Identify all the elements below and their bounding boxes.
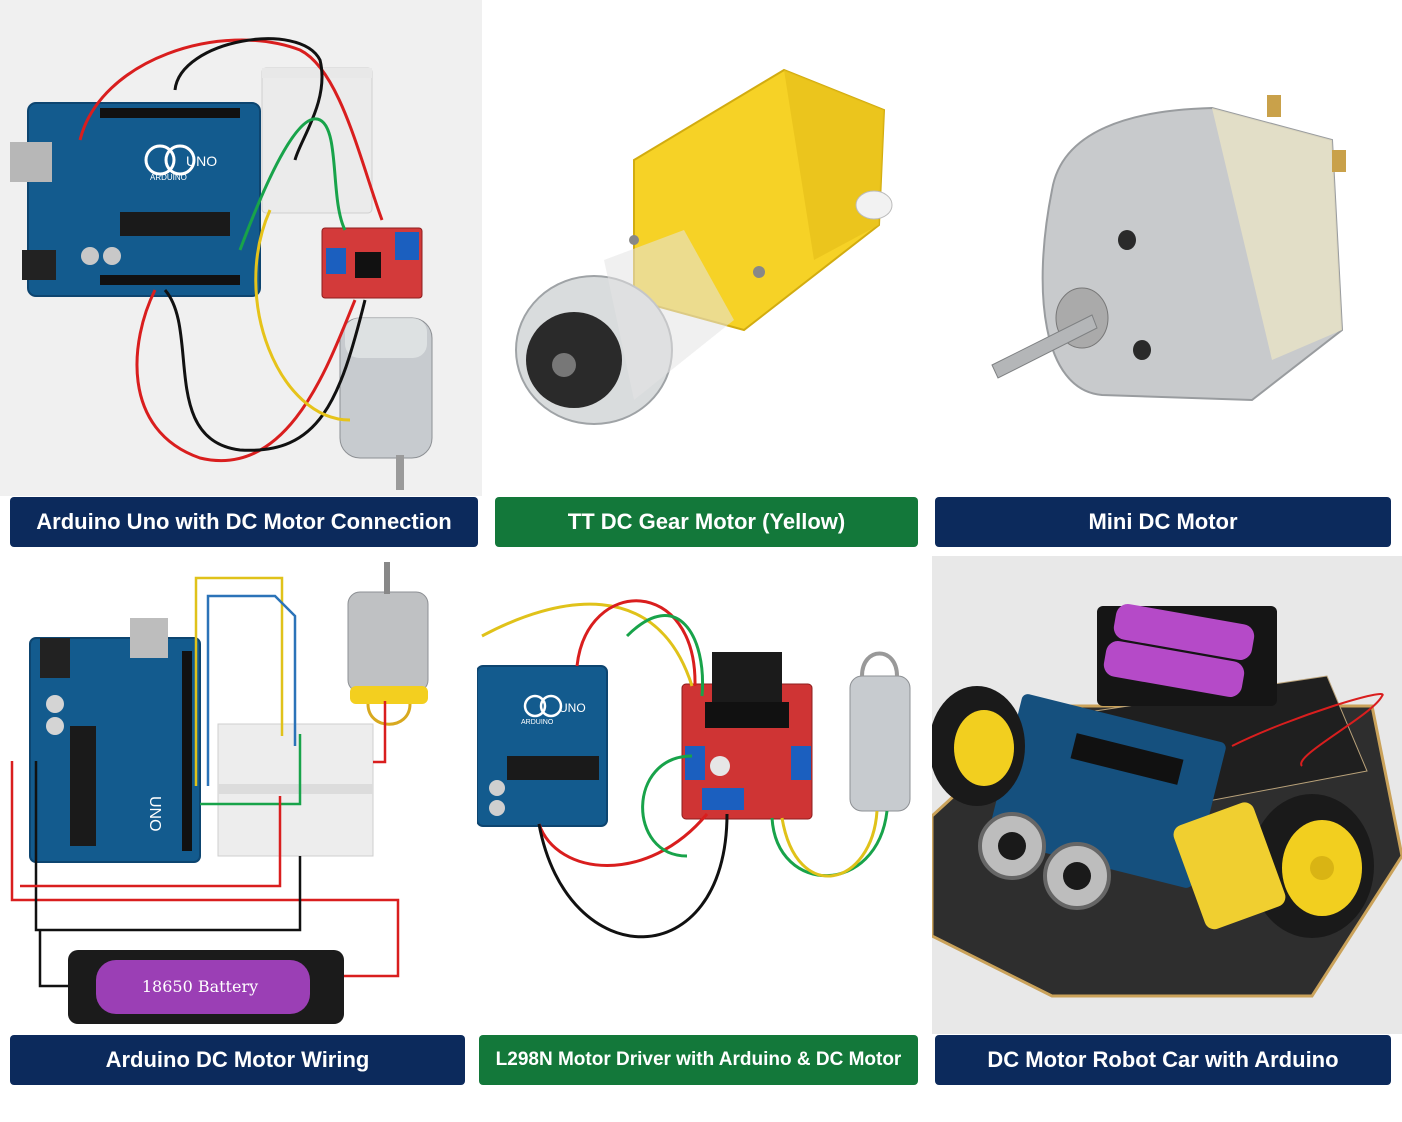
robot-car-icon	[932, 604, 1402, 998]
wheel-rear-right	[1250, 794, 1374, 938]
svg-text:18650 Battery: 18650 Battery	[142, 977, 258, 996]
tile-tt-gear-motor	[484, 0, 930, 496]
gear-motor-icon	[515, 68, 893, 425]
svg-text:UNO: UNO	[186, 153, 217, 169]
l298n-photo: UNO ARDUINO	[477, 599, 911, 939]
arduino-board-icon: UNO ARDUINO	[477, 665, 608, 827]
tt-gear-motor-photo	[515, 68, 893, 425]
battery-icon: 18650 Battery	[68, 950, 344, 1024]
arduino-board-icon: UNO ARDUINO	[10, 102, 261, 297]
robot-car-photo	[932, 604, 1402, 998]
mini-dc-motor-photo	[991, 95, 1346, 402]
arduino-motor-photo: UNO ARDUINO	[10, 37, 433, 490]
battery-icon	[1097, 604, 1277, 706]
dc-motor-icon	[991, 95, 1346, 402]
svg-text:UNO: UNO	[146, 796, 163, 832]
gear-motor-icon	[1173, 802, 1286, 930]
caption-mini-dc-motor: Mini DC Motor	[935, 497, 1391, 547]
svg-text:ARDUINO: ARDUINO	[150, 173, 187, 182]
tile-arduino-motor-wiring: UNO 18650 Battery	[0, 556, 470, 1034]
svg-text:UNO: UNO	[559, 701, 586, 715]
tile-mini-dc-motor	[932, 0, 1402, 496]
caption-robot-car: DC Motor Robot Car with Arduino	[935, 1035, 1391, 1085]
caption-arduino-motor-connection: Arduino Uno with DC Motor Connection	[10, 497, 478, 547]
arduino-board-icon: UNO	[29, 618, 201, 863]
dc-motor-icon	[347, 562, 429, 726]
dc-motor-icon	[849, 651, 911, 812]
caption-l298n-driver: L298N Motor Driver with Arduino & DC Mot…	[479, 1035, 918, 1085]
wiring-diagram: UNO 18650 Battery	[10, 562, 429, 1024]
arduino-board-icon	[988, 694, 1226, 888]
motor-driver-icon	[321, 227, 423, 299]
caption-arduino-motor-wiring: Arduino DC Motor Wiring	[10, 1035, 465, 1085]
breadboard-icon	[261, 67, 373, 214]
caption-tt-gear-motor: TT DC Gear Motor (Yellow)	[495, 497, 918, 547]
tile-robot-car	[932, 556, 1402, 1034]
wheel-front-left	[932, 686, 1025, 806]
tile-l298n-driver: UNO ARDUINO	[477, 556, 930, 1034]
svg-text:ARDUINO: ARDUINO	[521, 719, 554, 726]
motor-driver-icon	[681, 652, 813, 820]
tile-arduino-motor-connection: UNO ARDUINO	[0, 0, 482, 496]
dc-motor-icon	[339, 317, 433, 490]
